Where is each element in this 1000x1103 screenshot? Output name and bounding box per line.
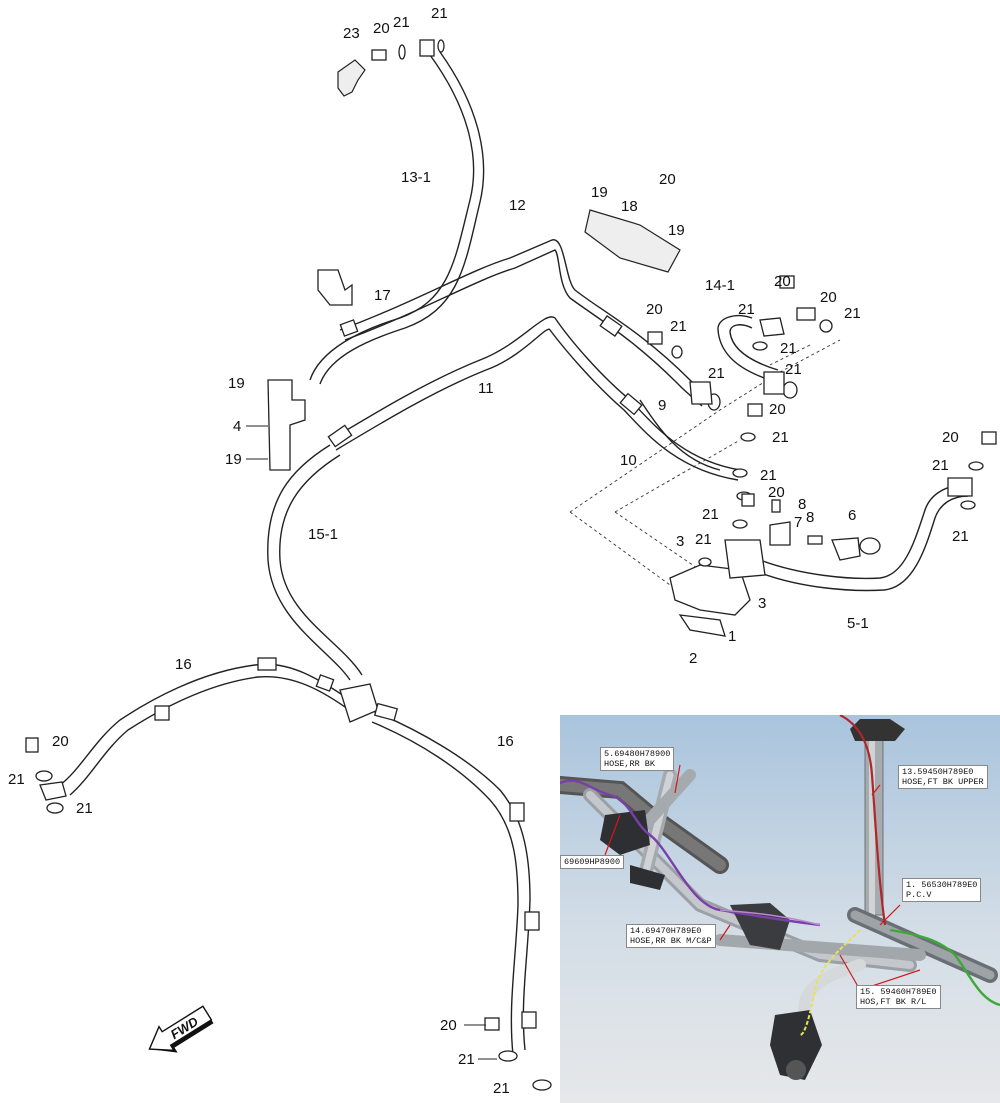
callout-21: 21 xyxy=(458,1051,475,1068)
callout-20: 20 xyxy=(440,1017,457,1034)
callout-21: 21 xyxy=(8,771,25,788)
callout-19: 19 xyxy=(591,184,608,201)
junction-block xyxy=(339,683,379,723)
callout-16: 16 xyxy=(175,656,192,673)
callout-20: 20 xyxy=(942,429,959,446)
hoses xyxy=(59,51,969,1056)
callout-8: 8 xyxy=(806,509,814,526)
callout-3: 3 xyxy=(676,533,684,550)
leader-lines xyxy=(569,339,841,586)
callout-14-1: 14-1 xyxy=(705,277,735,294)
callout-7: 7 xyxy=(794,514,802,531)
callout-23: 23 xyxy=(343,25,360,42)
callout-21: 21 xyxy=(670,318,687,335)
callout-21: 21 xyxy=(493,1080,510,1097)
callout-21: 21 xyxy=(431,5,448,22)
banjo-fitting-23 xyxy=(337,59,366,97)
callout-labels: 23 20 21 21 13-1 12 17 19 18 20 19 14-1 … xyxy=(8,5,969,1097)
callout-18: 18 xyxy=(621,198,638,215)
callout-4: 4 xyxy=(233,418,241,435)
callout-15-1: 15-1 xyxy=(308,526,338,543)
callout-21: 21 xyxy=(760,467,777,484)
callout-21: 21 xyxy=(780,340,797,357)
inset-render xyxy=(560,715,1000,1080)
callout-10: 10 xyxy=(620,452,637,469)
callout-19: 19 xyxy=(225,451,242,468)
callout-12: 12 xyxy=(509,197,526,214)
callout-21: 21 xyxy=(76,800,93,817)
fittings xyxy=(25,39,997,1091)
callout-16: 16 xyxy=(497,733,514,750)
callout-21: 21 xyxy=(695,531,712,548)
callout-20: 20 xyxy=(820,289,837,306)
inset-label-69609: 69609HP8900 xyxy=(560,855,625,869)
callout-20: 20 xyxy=(768,484,785,501)
callout-5-1: 5-1 xyxy=(847,615,869,632)
callout-20: 20 xyxy=(52,733,69,750)
callout-20: 20 xyxy=(373,20,390,37)
fwd-arrow: FWD xyxy=(148,1005,214,1053)
callout-1: 1 xyxy=(728,628,736,645)
callout-21: 21 xyxy=(738,301,755,318)
callout-21: 21 xyxy=(785,361,802,378)
callout-21: 21 xyxy=(932,457,949,474)
callout-21: 21 xyxy=(708,365,725,382)
callout-21: 21 xyxy=(393,14,410,31)
callout-2: 2 xyxy=(689,650,697,667)
callout-3: 3 xyxy=(758,595,766,612)
callout-21: 21 xyxy=(844,305,861,322)
callout-21: 21 xyxy=(772,429,789,446)
bolt-20-top xyxy=(371,49,387,61)
bracket-4 xyxy=(267,379,306,471)
callout-17: 17 xyxy=(374,287,391,304)
callout-11: 11 xyxy=(478,380,494,397)
callout-8: 8 xyxy=(798,496,806,513)
callout-19: 19 xyxy=(668,222,685,239)
callout-21: 21 xyxy=(952,528,969,545)
callout-20: 20 xyxy=(774,273,791,290)
callout-13-1: 13-1 xyxy=(401,169,431,186)
bracket-18 xyxy=(584,209,681,273)
bracket-17 xyxy=(317,269,353,306)
callout-20: 20 xyxy=(659,171,676,188)
washer-21-top xyxy=(398,44,406,60)
hose-end-top xyxy=(419,39,435,57)
callout-9: 9 xyxy=(658,397,666,414)
callout-19: 19 xyxy=(228,375,245,392)
callout-6: 6 xyxy=(848,507,856,524)
callout-20: 20 xyxy=(769,401,786,418)
callout-21: 21 xyxy=(702,506,719,523)
callout-20: 20 xyxy=(646,301,663,318)
